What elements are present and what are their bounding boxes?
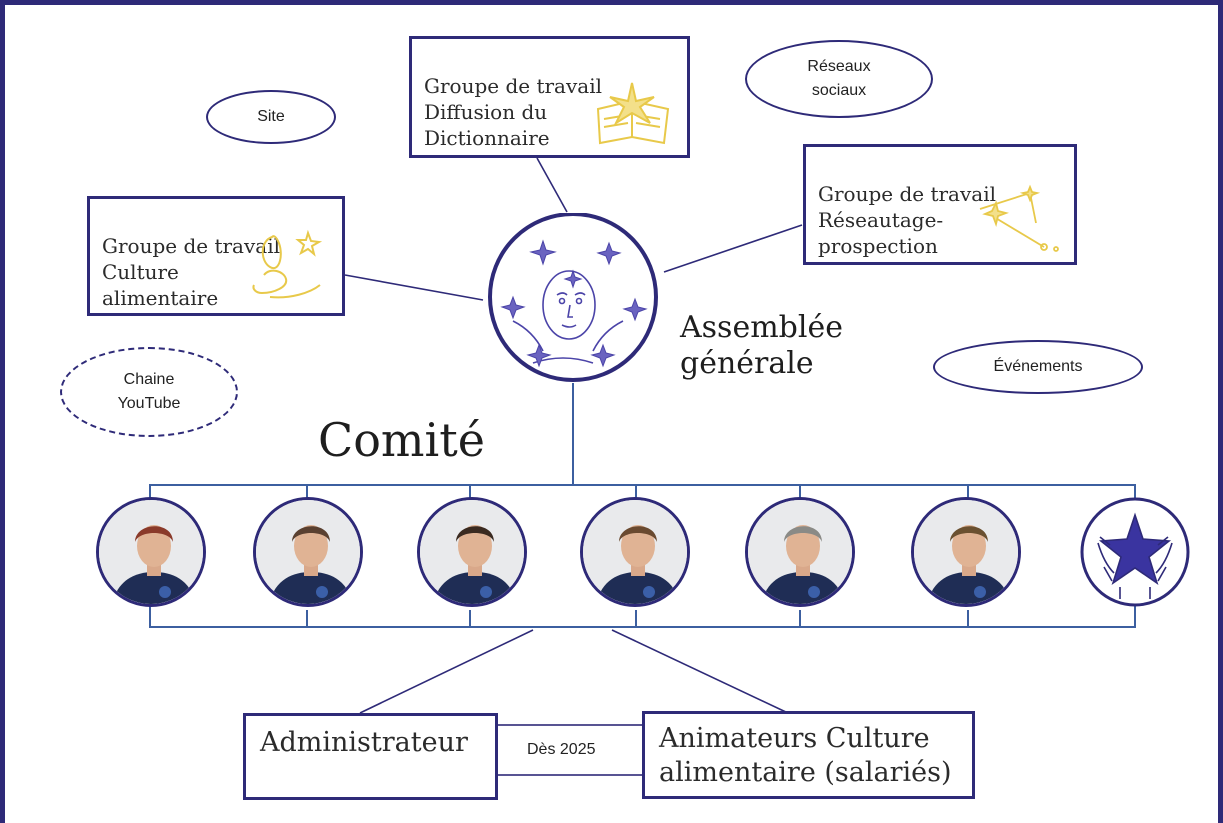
group-diffusion-label: Groupe de travail Diffusion du Dictionna… [424, 74, 602, 150]
oval-evenements-label: Événements [993, 358, 1083, 375]
oval-evenements: Événements [933, 340, 1143, 394]
animators-label: Animateurs Culture alimentaire (salariés… [659, 723, 952, 788]
animators-box: Animateurs Culture alimentaire (salariés… [642, 711, 975, 799]
oval-reseaux-sociaux: Réseaux sociaux [745, 40, 933, 118]
group-culture-alimentaire: Groupe de travail Culture alimentaire [87, 196, 345, 316]
administrator-box: Administrateur [243, 713, 498, 800]
assembly-label: Assemblée générale [680, 310, 843, 381]
since-label: Dès 2025 [527, 741, 596, 758]
group-diffusion-dictionnaire: Groupe de travail Diffusion du Dictionna… [409, 36, 690, 158]
oval-reseaux-label: Réseaux sociaux [807, 58, 871, 99]
avatar-4 [580, 497, 690, 607]
avatar-5 [745, 497, 855, 607]
constellation-icon [979, 184, 1059, 252]
avatar-2 [253, 497, 363, 607]
committee-star-emblem [1080, 497, 1190, 607]
book-star-icon [596, 82, 670, 145]
group-reseautage-label: Groupe de travail Réseautage- prospectio… [818, 182, 996, 258]
oval-youtube-label: Chaine YouTube [117, 371, 181, 412]
avatar-3 [417, 497, 527, 607]
cooking-figure-icon [252, 229, 323, 299]
avatar-1 [96, 497, 206, 607]
oval-chaine-youtube: Chaine YouTube [60, 347, 238, 437]
committee-label: Comité [318, 413, 485, 467]
administrator-label: Administrateur [260, 727, 468, 758]
oval-site: Site [206, 90, 336, 144]
assembly-emblem [488, 213, 658, 382]
oval-site-label: Site [257, 108, 285, 125]
group-culture-label: Groupe de travail Culture alimentaire [102, 234, 280, 310]
group-reseautage-prospection: Groupe de travail Réseautage- prospectio… [803, 144, 1077, 265]
avatar-6 [911, 497, 1021, 607]
